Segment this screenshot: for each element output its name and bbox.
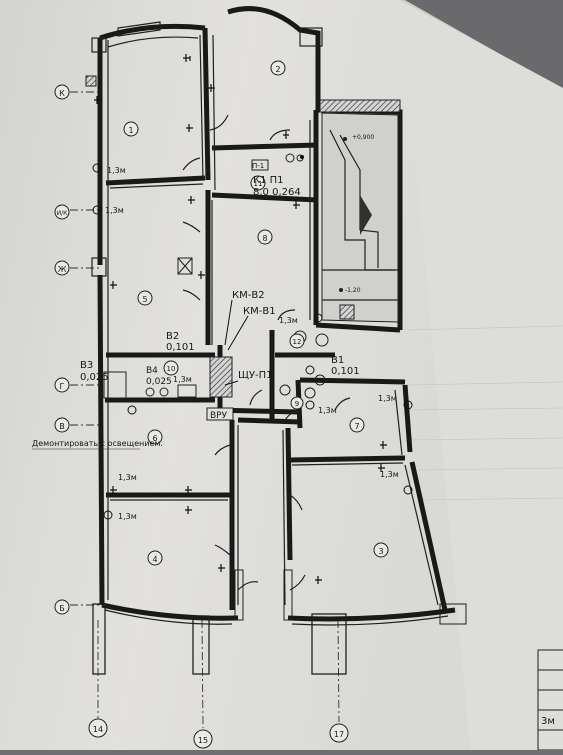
- electrical-symbols: [92, 54, 413, 584]
- room-8-circle: [257, 229, 273, 245]
- room-10-number: 10: [167, 365, 176, 373]
- k1-label: К1 П1: [253, 175, 284, 186]
- b4-value: 0,025: [146, 377, 172, 387]
- b3-value: 0,025: [80, 372, 109, 383]
- wall-linework: [104, 21, 449, 626]
- b2-value: 0,101: [166, 342, 195, 353]
- shu-p1-label: ЩУ-П1: [238, 370, 273, 381]
- demolition-note: Демонтировать с освещением.: [32, 439, 163, 448]
- b3-label: В3: [80, 360, 93, 371]
- axis-bubble-g: [54, 377, 70, 393]
- height-r1: 1,3м: [107, 166, 126, 175]
- height-r4: 1,3м: [118, 512, 137, 521]
- axis-bubble-14: [88, 718, 108, 738]
- room-1-circle: [123, 121, 139, 137]
- paper-under: [400, 0, 563, 750]
- column-axis-bubbles: 14 15 17: [88, 718, 349, 749]
- room-1-number: 1: [128, 126, 133, 135]
- room-7-number: 7: [354, 422, 359, 431]
- room-9-number: 9: [295, 400, 299, 408]
- b1-label: В1: [331, 355, 344, 366]
- room-9-circle: [290, 396, 304, 410]
- axis-label-14: 14: [93, 725, 103, 734]
- km-b2-label: КМ-В2: [232, 290, 265, 301]
- axis-bubble-zh: [54, 260, 70, 276]
- axis-bubble-b: [54, 599, 70, 615]
- room-2-number: 2: [275, 65, 280, 74]
- axis-label-zh: Ж: [58, 265, 67, 274]
- room-5-number: 5: [142, 295, 147, 304]
- room-7-circle: [349, 417, 365, 433]
- room-12-circle: [289, 333, 305, 349]
- room-3-circle: [373, 542, 389, 558]
- axis-bubble-v: [54, 417, 70, 433]
- stair-area: +0,900 -1,20: [319, 99, 401, 323]
- room-6-number: 6: [152, 434, 157, 443]
- vru-box: [206, 407, 234, 421]
- axis-label-17: 17: [334, 730, 344, 739]
- room-labels: 1 2 3 4 5 6 7 8 9 10 11 12: [123, 60, 389, 566]
- door-swings: [182, 114, 351, 591]
- height-r4-top: 1,3м: [118, 473, 137, 482]
- vru-label: ВРУ: [210, 411, 228, 421]
- axis-label-ik: И/К: [57, 210, 69, 217]
- axis-label-v: В: [59, 422, 65, 431]
- axis-label-15: 15: [198, 736, 208, 745]
- columns: [85, 27, 467, 675]
- unit-code: П-1: [252, 162, 264, 170]
- room-4-number: 4: [152, 555, 157, 564]
- level-top: +0,900: [352, 134, 374, 141]
- km-b1-label: КМ-В1: [243, 306, 276, 317]
- k1-values: 8,0 0,264: [253, 187, 301, 198]
- b1-value: 0,101: [331, 366, 360, 377]
- room-3-number: 3: [378, 547, 383, 556]
- axis-bubble-15: [193, 729, 213, 749]
- room-8-number: 8: [262, 234, 267, 243]
- height-r3: 1,3м: [380, 470, 399, 479]
- room-10-circle: [163, 360, 179, 376]
- room-4-circle: [147, 550, 163, 566]
- height-marks: 1,3м 1,3м 1,3м 1,3м 1,3м 1,3м 1,3м 1,3м …: [105, 166, 399, 521]
- height-r10: 1,3м: [173, 375, 192, 384]
- room-2-circle: [270, 60, 286, 76]
- axis-label-k: К: [59, 89, 65, 98]
- height-r12: 1,3м: [279, 316, 298, 325]
- b4-label: В4: [146, 366, 158, 376]
- room-11-circle: [250, 175, 266, 191]
- height-ik: 1,3м: [105, 206, 124, 215]
- title-block-scale: 3м: [541, 716, 555, 727]
- axis-label-g: Г: [60, 382, 65, 391]
- row-axis-bubbles: К И/К Ж Г В Б: [54, 84, 70, 615]
- height-r9: 1,3м: [318, 406, 337, 415]
- room-5-circle: [137, 290, 153, 306]
- equipment-annotations: П-1 К1 П1 8,0 0,264 В1 0,101 В2 0,101 В3…: [80, 162, 360, 421]
- sheet-ruling: [407, 325, 563, 501]
- room-6-circle: [147, 429, 163, 445]
- level-bottom: -1,20: [345, 287, 361, 294]
- axis-bubble-ik: [54, 204, 70, 220]
- room-11-number: 11: [254, 180, 263, 188]
- b2-label: В2: [166, 331, 179, 342]
- room-12-number: 12: [293, 338, 302, 346]
- height-r7: 1,3м: [378, 394, 397, 403]
- axis-bubble-k: [54, 84, 70, 100]
- axis-label-b: Б: [59, 604, 65, 613]
- axis-bubble-17: [329, 723, 349, 743]
